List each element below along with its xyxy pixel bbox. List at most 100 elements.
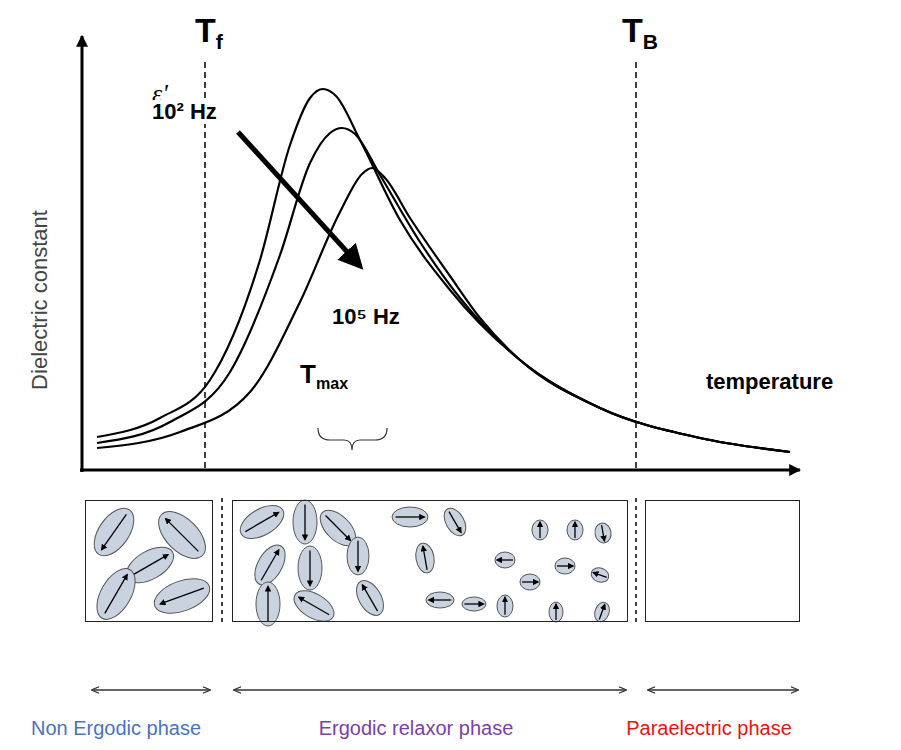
range-arrow [234,689,626,690]
polar-nanoregion [293,500,317,544]
dielectric-curve [97,89,790,452]
region-ellipse [235,499,290,546]
polarization-arrow [357,541,358,571]
phase-box: Paraelectric phase [645,500,800,622]
region-ellipse [520,574,540,590]
polar-nanoregion [86,501,142,562]
dielectric-curves [97,89,790,452]
phase-divider [635,498,637,625]
region-ellipse [462,597,486,611]
polar-nanoregion [392,507,428,527]
polar-nanoregion [347,537,369,575]
polarization-arrow [423,546,427,570]
polarization-arrow [574,522,575,538]
polarization-arrow [102,514,127,549]
region-ellipse [256,582,280,626]
phase-box: Ergodic relaxor phase [232,500,628,622]
polar-nanoregion [351,576,389,620]
polarization-arrow [557,565,573,566]
polarization-arrow [593,573,607,578]
phase-name: Ergodic relaxor phase [319,717,514,739]
y-axis [81,36,84,472]
polarization-arrow [539,522,540,538]
range-arrow [648,689,798,690]
polarization-arrow [166,519,199,552]
polar-nanoregion [298,546,322,590]
polarization-arrow [504,597,505,615]
polarization-arrow [160,588,204,604]
region-ellipse [555,558,575,574]
phase-divider [221,498,223,625]
polarization-arrow [449,512,461,533]
polarization-arrow [555,604,556,620]
region-ellipse [495,552,515,568]
polarization-arrow [261,550,279,580]
polarization-arrow [362,585,377,611]
polarization-arrow [304,504,305,539]
polarization-arrow [132,555,168,576]
region-ellipse [589,565,611,584]
phase-name: Paraelectric phase [626,717,792,739]
axis-title: temperature [704,370,835,394]
temperature-mark: Tf [193,12,225,49]
polarization-arrow [429,599,451,600]
frequency-label: 10² Hz [150,100,219,124]
temperature-mark: Tmax [298,360,350,389]
polarization-arrow [497,559,513,560]
polar-nanoregion [592,600,612,624]
region-ellipse [298,546,322,590]
region-ellipse [351,576,389,620]
polarization-arrow [602,525,605,541]
region-ellipse [426,592,454,608]
region-ellipse [549,602,563,622]
polar-nanoregion [495,552,515,568]
polar-nanoregion [426,592,454,608]
range-arrow [92,689,210,690]
frequency-label: 10⁵ Hz [330,305,402,329]
region-ellipse [150,572,215,620]
polar-nanoregion [235,499,290,546]
region-ellipse [293,500,317,544]
region-ellipse [392,507,428,527]
region-ellipse [593,522,612,544]
polarization-arrow [522,581,538,582]
dielectric-curve [97,168,790,452]
polarization-arrow [464,603,483,604]
region-ellipse [86,501,142,562]
polar-nanoregion [532,520,548,540]
polar-nanoregion [549,602,563,622]
polar-nanoregion [289,585,339,628]
tmax-brace [318,428,387,450]
polar-nanoregion [593,522,612,544]
polarization-arrow [267,586,268,621]
polar-nanoregion [497,595,513,617]
axis-title: Dielectric constant [28,208,52,392]
polar-nanoregion [89,562,143,625]
polar-nanoregion [555,558,575,574]
region-ellipse [89,562,143,625]
polar-nanoregion [414,542,437,575]
polarization-arrow [599,604,604,619]
polar-nanoregion [440,505,471,540]
polar-nanoregion [589,565,611,584]
tb-marker-line [635,62,637,470]
polarization-arrow [105,575,127,614]
frequency-arrow [238,132,360,266]
region-ellipse [532,520,548,540]
polar-nanoregion [462,597,486,611]
polar-nanoregion [567,520,583,540]
region-ellipse [440,505,471,540]
temperature-mark: TB [620,12,660,49]
polar-nanoregion [256,582,280,626]
phase-name: Non Ergodic phase [31,717,201,739]
polar-regions [86,499,612,628]
region-ellipse [289,585,339,628]
region-ellipse [414,542,437,575]
polarization-arrow [396,516,425,517]
polar-nanoregion [150,572,215,620]
polarization-arrow [309,550,310,585]
phase-box: Non Ergodic phase [85,500,213,622]
polar-nanoregion [520,574,540,590]
polarization-arrow [245,512,278,531]
